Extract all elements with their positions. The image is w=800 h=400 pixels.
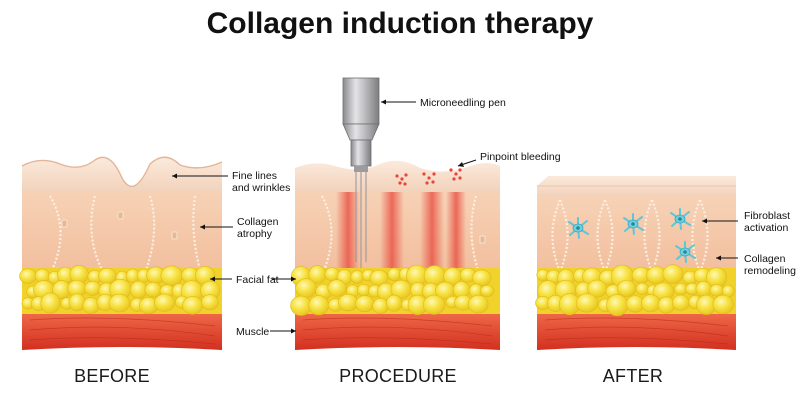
label-microneedling-pen-text: Microneedling pen [420, 97, 506, 109]
fibroblast-cell-icon [568, 217, 589, 239]
label-collagen-remodeling-line1: Collagen [744, 253, 786, 265]
before-cells [61, 211, 178, 240]
label-muscle-text: Muscle [236, 326, 269, 338]
after-muscle-fibers [544, 317, 729, 345]
after-dermis-layer [537, 196, 736, 278]
fat-globule [84, 280, 102, 296]
label-pinpoint-bleeding: Pinpoint bleeding [457, 151, 561, 167]
fat-globule [327, 279, 347, 297]
fat-globule [709, 284, 724, 297]
fat-globule [575, 293, 599, 313]
procedure-cells [479, 235, 486, 244]
fat-globule [182, 296, 204, 315]
before-fine-lines [21, 156, 223, 188]
fat-globule [423, 294, 446, 315]
diagram-title: Collagen induction therapy [207, 7, 594, 40]
before-dermis-layer [22, 190, 222, 278]
label-microneedling-pen: Microneedling pen [381, 97, 506, 109]
procedure-muscle-fibers [302, 317, 493, 345]
label-collagen-remodeling: Collagen remodeling [716, 253, 796, 277]
fat-globule [82, 297, 100, 314]
before-panel [19, 156, 223, 350]
before-muscle-layer [22, 312, 222, 350]
fibroblast-cell-icon [623, 213, 644, 235]
label-fine-lines: Fine lines and wrinkles [172, 170, 290, 194]
fat-globule [662, 264, 684, 284]
stage-label-before: BEFORE [74, 366, 150, 386]
fat-globule [712, 294, 734, 315]
label-fibroblast-activation: Fibroblast activation [702, 210, 790, 234]
fat-globule [350, 270, 365, 284]
fat-globule [308, 295, 329, 316]
after-muscle-layer [537, 312, 736, 350]
label-muscle: Muscle [236, 326, 296, 338]
label-collagen-remodeling-line2: remodeling [744, 265, 796, 277]
label-fibroblast-line2: activation [744, 222, 789, 234]
fat-globule [606, 294, 629, 317]
procedure-panel [290, 77, 500, 350]
fat-globule [201, 294, 219, 311]
fat-globule [108, 293, 131, 313]
fat-globule [160, 265, 183, 286]
before-epidermis-layer [22, 157, 222, 192]
procedure-muscle-layer [295, 312, 500, 350]
fat-globule [385, 294, 403, 312]
fibroblast-cell-icon [675, 241, 696, 263]
fibroblast-cells [568, 208, 696, 263]
before-collagen-fibers [49, 195, 202, 271]
procedure-fat-globules [290, 264, 495, 316]
fat-globule [338, 293, 359, 312]
fat-globule [372, 297, 389, 314]
stage-label-after: AFTER [603, 366, 664, 386]
label-collagen-atrophy: Collagen atrophy [200, 216, 279, 240]
microneedling-pen-icon [342, 77, 380, 268]
fat-globule [144, 282, 162, 298]
fat-globule [695, 280, 712, 297]
label-fibroblast-line1: Fibroblast [744, 210, 790, 222]
before-muscle-fibers [29, 317, 216, 345]
fat-globule [295, 278, 317, 298]
label-pinpoint-bleeding-text: Pinpoint bleeding [480, 151, 561, 163]
fat-globule [369, 269, 389, 287]
label-collagen-atrophy-line2: atrophy [237, 228, 273, 240]
label-facial-fat-text: Facial fat [236, 274, 279, 286]
pen-needles [355, 172, 367, 268]
after-fat-globules [535, 264, 735, 317]
fat-globule [672, 294, 690, 311]
label-facial-fat: Facial fat [210, 274, 296, 286]
fat-globule [617, 279, 637, 297]
fat-globule [290, 295, 312, 316]
fat-globule [635, 282, 649, 296]
fat-globule [641, 294, 661, 313]
fat-globule [480, 284, 495, 297]
after-collagen-network [551, 199, 709, 273]
fibroblast-cell-icon [670, 208, 691, 230]
fat-globule [154, 293, 175, 312]
before-fat-globules [19, 265, 221, 315]
fat-globule [468, 294, 489, 314]
label-fine-lines-line1: Fine lines [232, 170, 277, 182]
fat-globule [472, 269, 492, 287]
fat-globule [40, 292, 61, 314]
fat-globule [68, 293, 86, 312]
pinpoint-bleeding-dots [395, 168, 462, 186]
after-panel [535, 176, 736, 350]
fat-globule [19, 268, 37, 284]
stage-label-procedure: PROCEDURE [339, 366, 457, 386]
fat-globule [355, 295, 375, 313]
label-fine-lines-line2: and wrinkles [232, 182, 290, 194]
label-collagen-atrophy-line1: Collagen [237, 216, 279, 228]
procedure-collagen-fibers [321, 195, 480, 271]
